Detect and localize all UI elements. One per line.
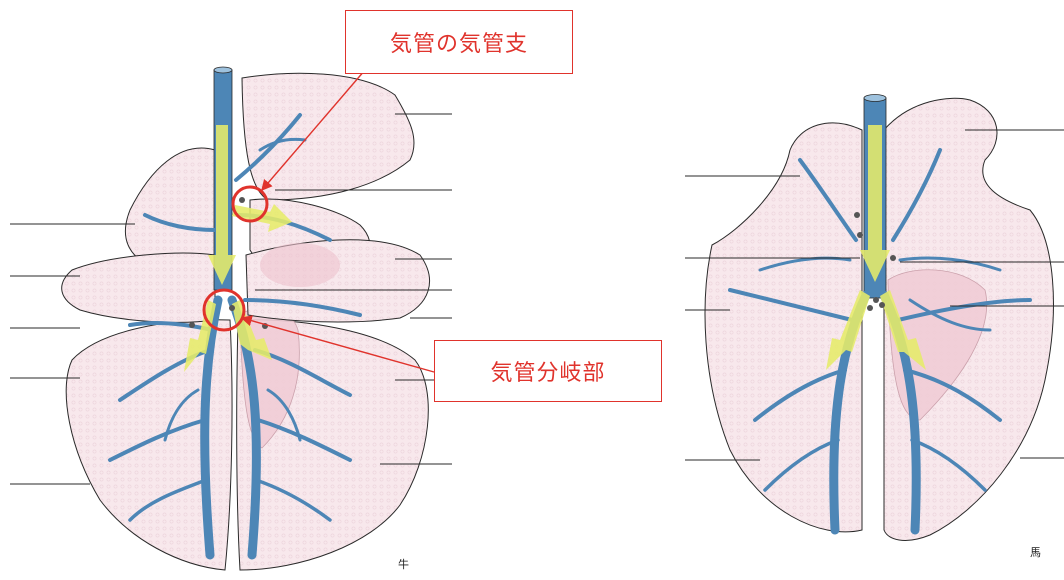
tracheal-bifurcation-label: 気管分岐部 (490, 355, 605, 387)
cow-lung-diagram (10, 67, 452, 570)
horse-species-label: 馬 (1030, 544, 1041, 560)
tracheal-bifurcation-callout: 気管分岐部 (434, 340, 662, 402)
horse-left-lung (705, 123, 862, 532)
cow-species-label: 牛 (398, 556, 409, 572)
cow-left-middle-lobe (62, 253, 215, 322)
cow-right-cranial-lobe (242, 73, 414, 200)
horse-lung-diagram (685, 95, 1064, 541)
tracheal-bronchus-label: 気管の気管支 (390, 26, 528, 58)
tracheal-bronchus-callout: 気管の気管支 (345, 10, 573, 74)
